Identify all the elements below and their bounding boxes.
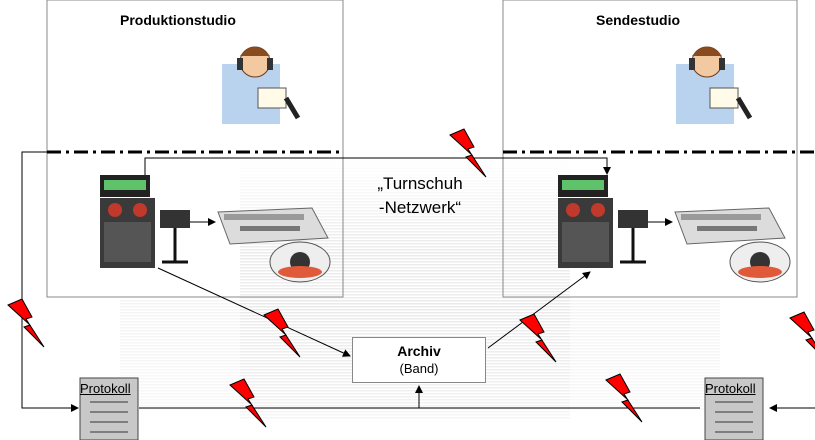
production-presenter-icon: [222, 46, 301, 124]
turnschuh-arrow: [144, 157, 611, 178]
archive-title: Archiv: [397, 343, 441, 359]
broadcast-tape-machine-icon: [558, 175, 613, 268]
production-operator-icon: [269, 241, 331, 283]
production-tape-machine-icon: [100, 175, 155, 268]
left-protocol-label: Protokoll: [80, 381, 131, 396]
production-mixing-console-icon: [217, 207, 329, 245]
broadcast-operator-icon: [729, 241, 791, 283]
broadcast-presenter-icon: [676, 46, 753, 124]
lightning-icon: [605, 373, 643, 423]
right-protocol-label: Protokoll: [705, 381, 756, 396]
right-protocol-document-icon: [704, 377, 764, 440]
left-protocol-document-icon: [79, 377, 139, 440]
archive-box: Archiv (Band): [352, 337, 486, 383]
lightning-icon: [449, 128, 487, 178]
left-protocol-line: [21, 151, 79, 412]
archive-subtitle: (Band): [399, 361, 439, 376]
turnschuh-label-line1: „Turnschuh: [377, 174, 463, 193]
broadcast-studio-box: [502, 0, 798, 298]
production-remote-stand-icon: [160, 210, 190, 264]
to-archive-arrow: [157, 267, 351, 357]
lightning-icon: [519, 313, 557, 363]
lightning-icon: [263, 308, 301, 358]
turnschuh-network-label: „Turnschuh -Netzwerk“: [330, 172, 510, 220]
broadcast-mixing-console-icon: [674, 207, 786, 245]
broadcast-remote-stand-icon: [618, 210, 648, 264]
lightning-icon: [789, 311, 815, 350]
turnschuh-label-line2: -Netzwerk“: [378, 198, 462, 217]
from-archive-arrow: [487, 271, 591, 349]
lightning-icon: [7, 298, 45, 348]
broadcast-studio-title: Sendestudio: [596, 12, 681, 28]
production-studio-title: Produktionstudio: [120, 12, 236, 28]
lightning-icon: [229, 378, 267, 428]
production-studio-box: [46, 0, 344, 298]
